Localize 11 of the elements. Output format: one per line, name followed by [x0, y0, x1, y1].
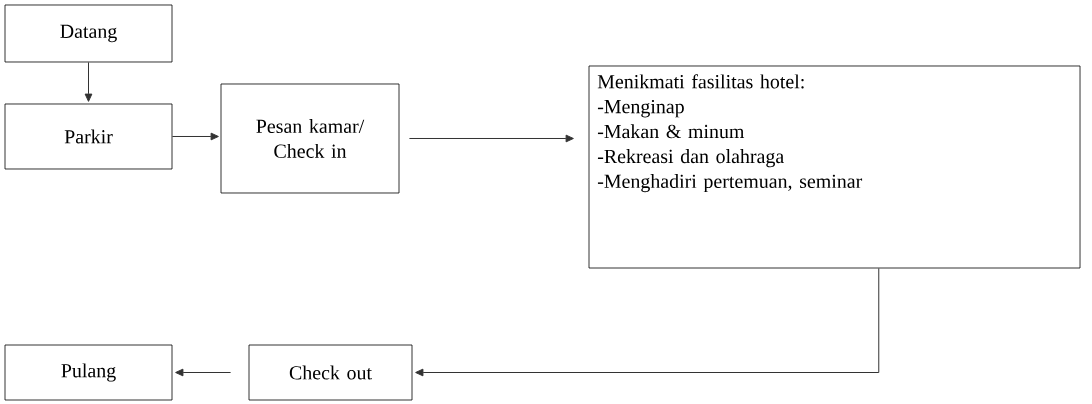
process-box: Datang	[4, 4, 173, 63]
process-box: Parkir	[4, 103, 173, 170]
arrow	[408, 134, 574, 143]
arrow	[175, 368, 232, 377]
process-box: Pesan kamar/ Check in	[220, 83, 400, 194]
process-box: Menikmati fasilitas hotel: -Menginap -Makan & minum -Rekreasi dan olahraga -Menghadiri pertemuan, seminar	[588, 65, 1081, 269]
process-box: Check out	[248, 344, 413, 401]
arrow	[415, 267, 880, 377]
arrow	[84, 61, 93, 102]
arrow	[171, 132, 219, 141]
process-box: Pulang	[4, 344, 173, 401]
